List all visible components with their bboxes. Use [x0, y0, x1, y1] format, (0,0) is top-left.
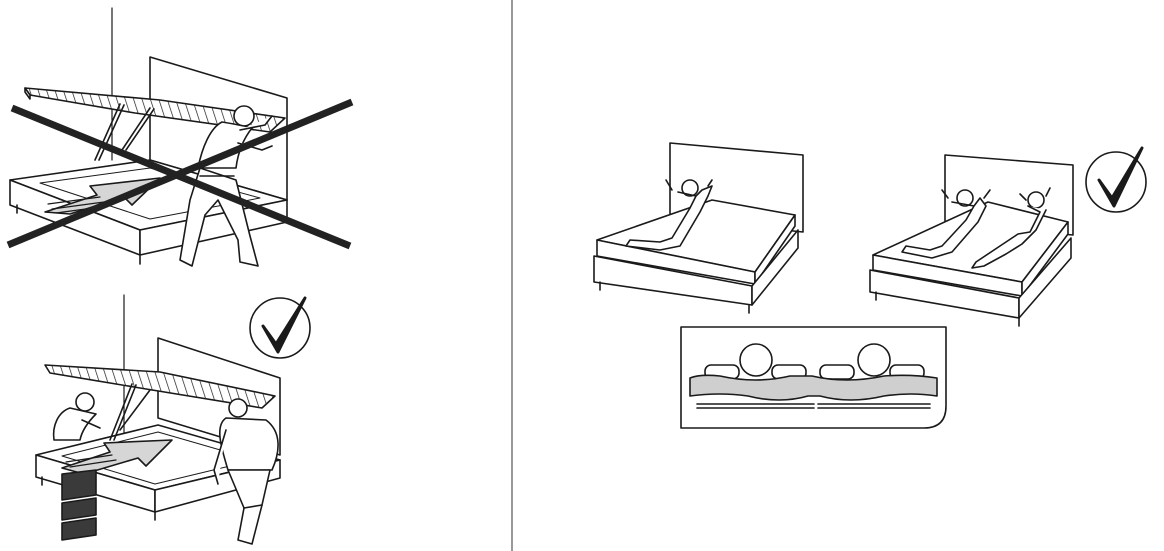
- person-helper-left: [54, 393, 100, 440]
- check-mark-icon: [250, 298, 310, 358]
- mattress-cross-section-detail: [681, 327, 946, 428]
- packaging-stack: [62, 470, 96, 540]
- check-mark-icon: [1086, 148, 1146, 212]
- scene-two-people-lifting: [36, 295, 280, 544]
- bed-one-occupant: [594, 143, 803, 313]
- bed-two-occupants: [870, 155, 1073, 326]
